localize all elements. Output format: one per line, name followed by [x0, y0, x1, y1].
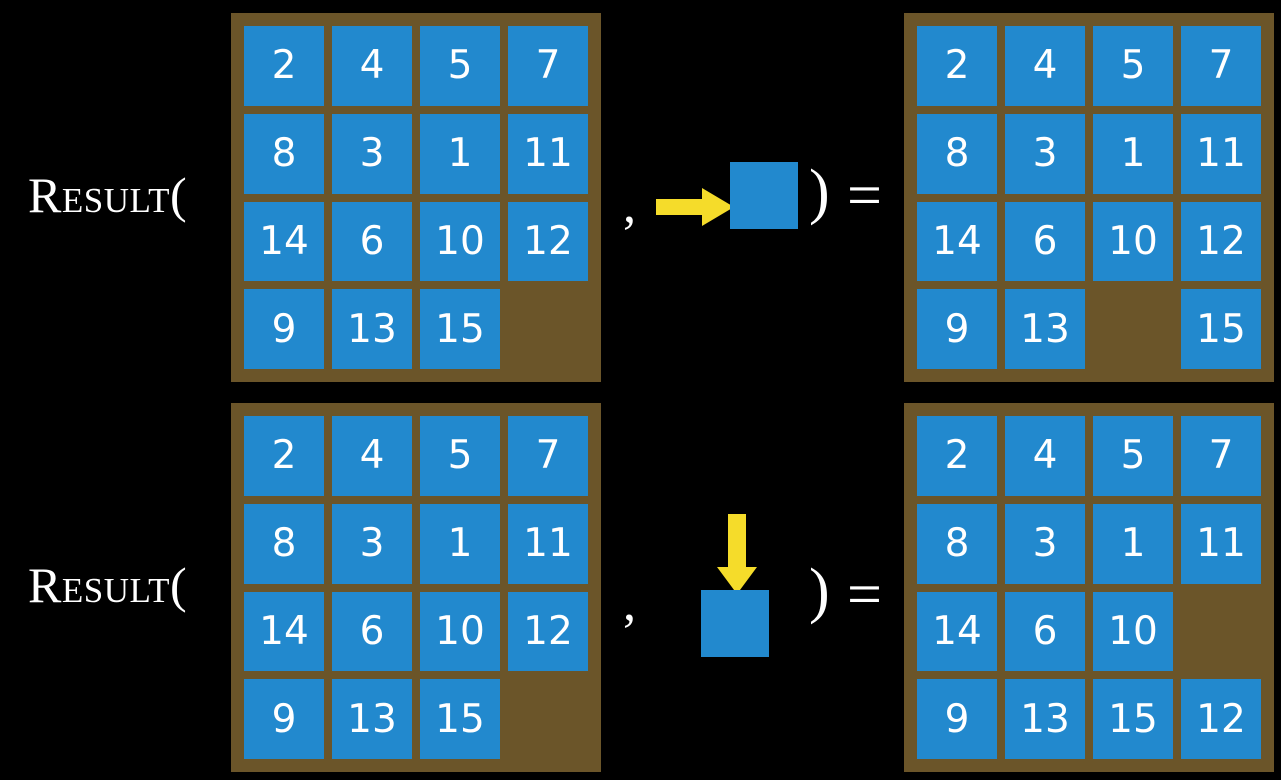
tile[interactable]: 8	[244, 503, 324, 584]
blank-cell[interactable]	[508, 289, 588, 369]
tile[interactable]: 13	[332, 679, 412, 759]
tile[interactable]: 9	[917, 679, 997, 759]
tile[interactable]: 8	[244, 113, 324, 194]
tile[interactable]: 6	[1005, 201, 1085, 282]
tile[interactable]: 15	[1181, 289, 1261, 369]
output-board-row1: 2 4 5 7 8 3 1 11 14 6 10 12 9 13 15	[904, 13, 1274, 382]
tile[interactable]: 2	[917, 26, 997, 106]
tile[interactable]: 6	[332, 591, 412, 672]
close-paren: )	[809, 557, 830, 625]
input-board-row2: 2 4 5 7 8 3 1 11 14 6 10 12 9 13 15	[231, 403, 601, 772]
tile[interactable]: 13	[332, 289, 412, 369]
tile[interactable]: 3	[332, 113, 412, 194]
tile[interactable]: 6	[1005, 591, 1085, 672]
close-paren: )	[809, 158, 830, 226]
tile[interactable]: 9	[244, 679, 324, 759]
tile[interactable]: 2	[244, 416, 324, 496]
tile[interactable]: 14	[244, 201, 324, 282]
blank-cell[interactable]	[1181, 592, 1261, 672]
tile[interactable]: 14	[917, 201, 997, 282]
tile[interactable]: 3	[1005, 503, 1085, 584]
move-tile[interactable]	[730, 162, 798, 229]
comma-separator: ,	[623, 177, 636, 234]
tile[interactable]: 7	[1181, 416, 1261, 496]
arrow-down-icon	[717, 514, 757, 594]
tile[interactable]: 15	[420, 289, 500, 369]
tile[interactable]: 9	[244, 289, 324, 369]
tile[interactable]: 13	[1005, 289, 1085, 369]
blank-cell[interactable]	[508, 679, 588, 759]
result-label-row2: Result(	[28, 557, 188, 613]
tile[interactable]: 10	[420, 201, 500, 282]
move-tile[interactable]	[701, 590, 769, 657]
tile[interactable]: 15	[420, 679, 500, 759]
result-label-row1: Result(	[28, 167, 188, 223]
tile[interactable]: 13	[1005, 679, 1085, 759]
tile[interactable]: 4	[1005, 26, 1085, 106]
tile[interactable]: 7	[508, 416, 588, 496]
equation-row-1: Result( 2 4 5 7 8 3 1 11 14 6 10 12 9 13…	[28, 0, 1274, 390]
tile[interactable]: 3	[332, 503, 412, 584]
tile[interactable]: 12	[1181, 679, 1261, 759]
tile[interactable]: 11	[1181, 113, 1261, 194]
tile[interactable]: 5	[420, 416, 500, 496]
tile[interactable]: 10	[420, 591, 500, 672]
tile[interactable]: 8	[917, 503, 997, 584]
arrow-right-icon	[656, 188, 734, 226]
tile[interactable]: 11	[1181, 503, 1261, 584]
tile[interactable]: 11	[508, 113, 588, 194]
tile[interactable]: 5	[1093, 416, 1173, 496]
input-board-row1: 2 4 5 7 8 3 1 11 14 6 10 12 9 13 15	[231, 13, 601, 382]
tile[interactable]: 14	[244, 591, 324, 672]
tile[interactable]: 7	[508, 26, 588, 106]
tile[interactable]: 2	[917, 416, 997, 496]
operator-area-row1: , ) =	[601, 0, 904, 390]
output-board-row2: 2 4 5 7 8 3 1 11 14 6 10 9 13 15 12	[904, 403, 1274, 772]
operator-area-row2: , ) =	[601, 390, 904, 780]
equation-row-2: Result( 2 4 5 7 8 3 1 11 14 6 10 12 9 13…	[0, 390, 1281, 780]
equals-sign: =	[847, 561, 882, 629]
tile[interactable]: 1	[420, 113, 500, 194]
tile[interactable]: 5	[1093, 26, 1173, 106]
tile[interactable]: 7	[1181, 26, 1261, 106]
tile[interactable]: 4	[1005, 416, 1085, 496]
tile[interactable]: 12	[1181, 201, 1261, 282]
tile[interactable]: 4	[332, 416, 412, 496]
tile[interactable]: 12	[508, 201, 588, 282]
tile[interactable]: 5	[420, 26, 500, 106]
tile[interactable]: 6	[332, 201, 412, 282]
tile[interactable]: 9	[917, 289, 997, 369]
tile[interactable]: 15	[1093, 679, 1173, 759]
tile[interactable]: 10	[1093, 201, 1173, 282]
tile[interactable]: 12	[508, 591, 588, 672]
tile[interactable]: 8	[917, 113, 997, 194]
tile[interactable]: 1	[1093, 113, 1173, 194]
equals-sign: =	[847, 162, 882, 230]
tile[interactable]: 4	[332, 26, 412, 106]
tile[interactable]: 1	[1093, 503, 1173, 584]
tile[interactable]: 10	[1093, 591, 1173, 672]
tile[interactable]: 11	[508, 503, 588, 584]
blank-cell[interactable]	[1093, 289, 1173, 369]
comma-separator: ,	[623, 575, 636, 632]
tile[interactable]: 3	[1005, 113, 1085, 194]
tile[interactable]: 2	[244, 26, 324, 106]
tile[interactable]: 14	[917, 591, 997, 672]
tile[interactable]: 1	[420, 503, 500, 584]
